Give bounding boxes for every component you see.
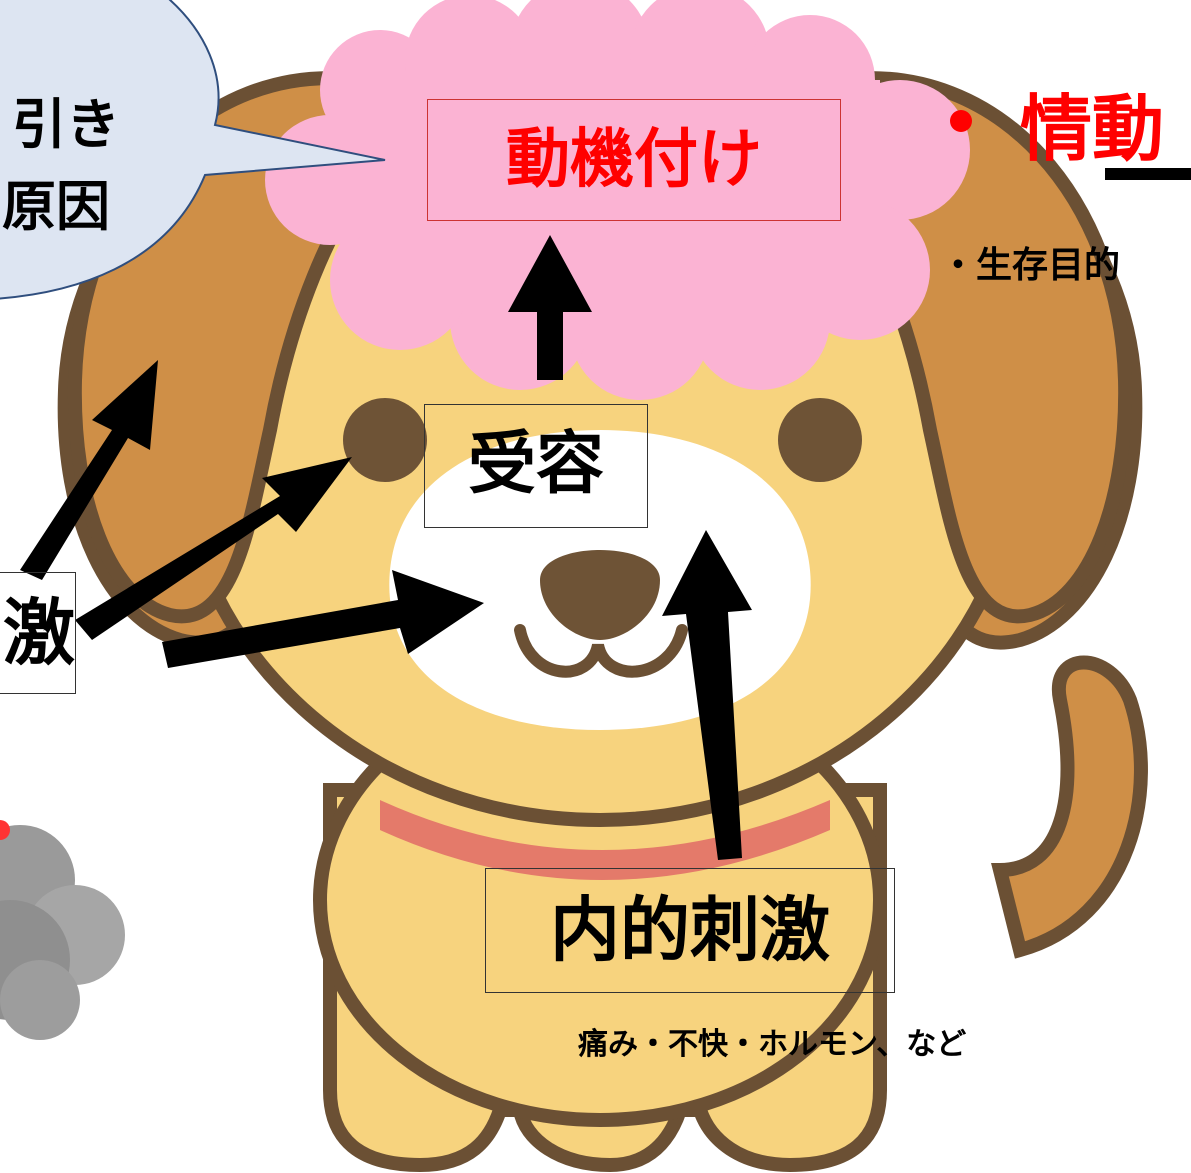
smoke-cloud-icon	[0, 820, 125, 1040]
speech-bubble-icon	[0, 0, 386, 300]
external-stimulus-label: 激	[0, 572, 76, 694]
speech-bubble-line1: 引き	[12, 93, 120, 156]
emotion-bullet-icon	[950, 110, 972, 132]
survival-purpose-text: ・生存目的	[940, 245, 1121, 286]
arrow-external-to-muzzle	[162, 570, 484, 668]
emotion-underline	[1105, 168, 1191, 180]
internal-stimulus-label: 内的刺激	[485, 868, 895, 993]
arrows	[20, 235, 752, 860]
thought-cloud-icon	[265, 0, 970, 400]
arrow-external-to-eye	[75, 457, 352, 640]
internal-stimulus-examples: 痛み・不快・ホルモン、など	[578, 1027, 967, 1062]
acceptance-label: 受容	[424, 404, 648, 528]
arrow-up-to-motivation	[508, 235, 592, 380]
arrow-external-to-ear	[20, 360, 158, 580]
arrow-internal-up	[662, 530, 752, 860]
speech-bubble-line2: 原因	[2, 175, 110, 238]
emotion-title: 情動	[1020, 87, 1165, 171]
motivation-label: 動機付け	[427, 99, 841, 221]
